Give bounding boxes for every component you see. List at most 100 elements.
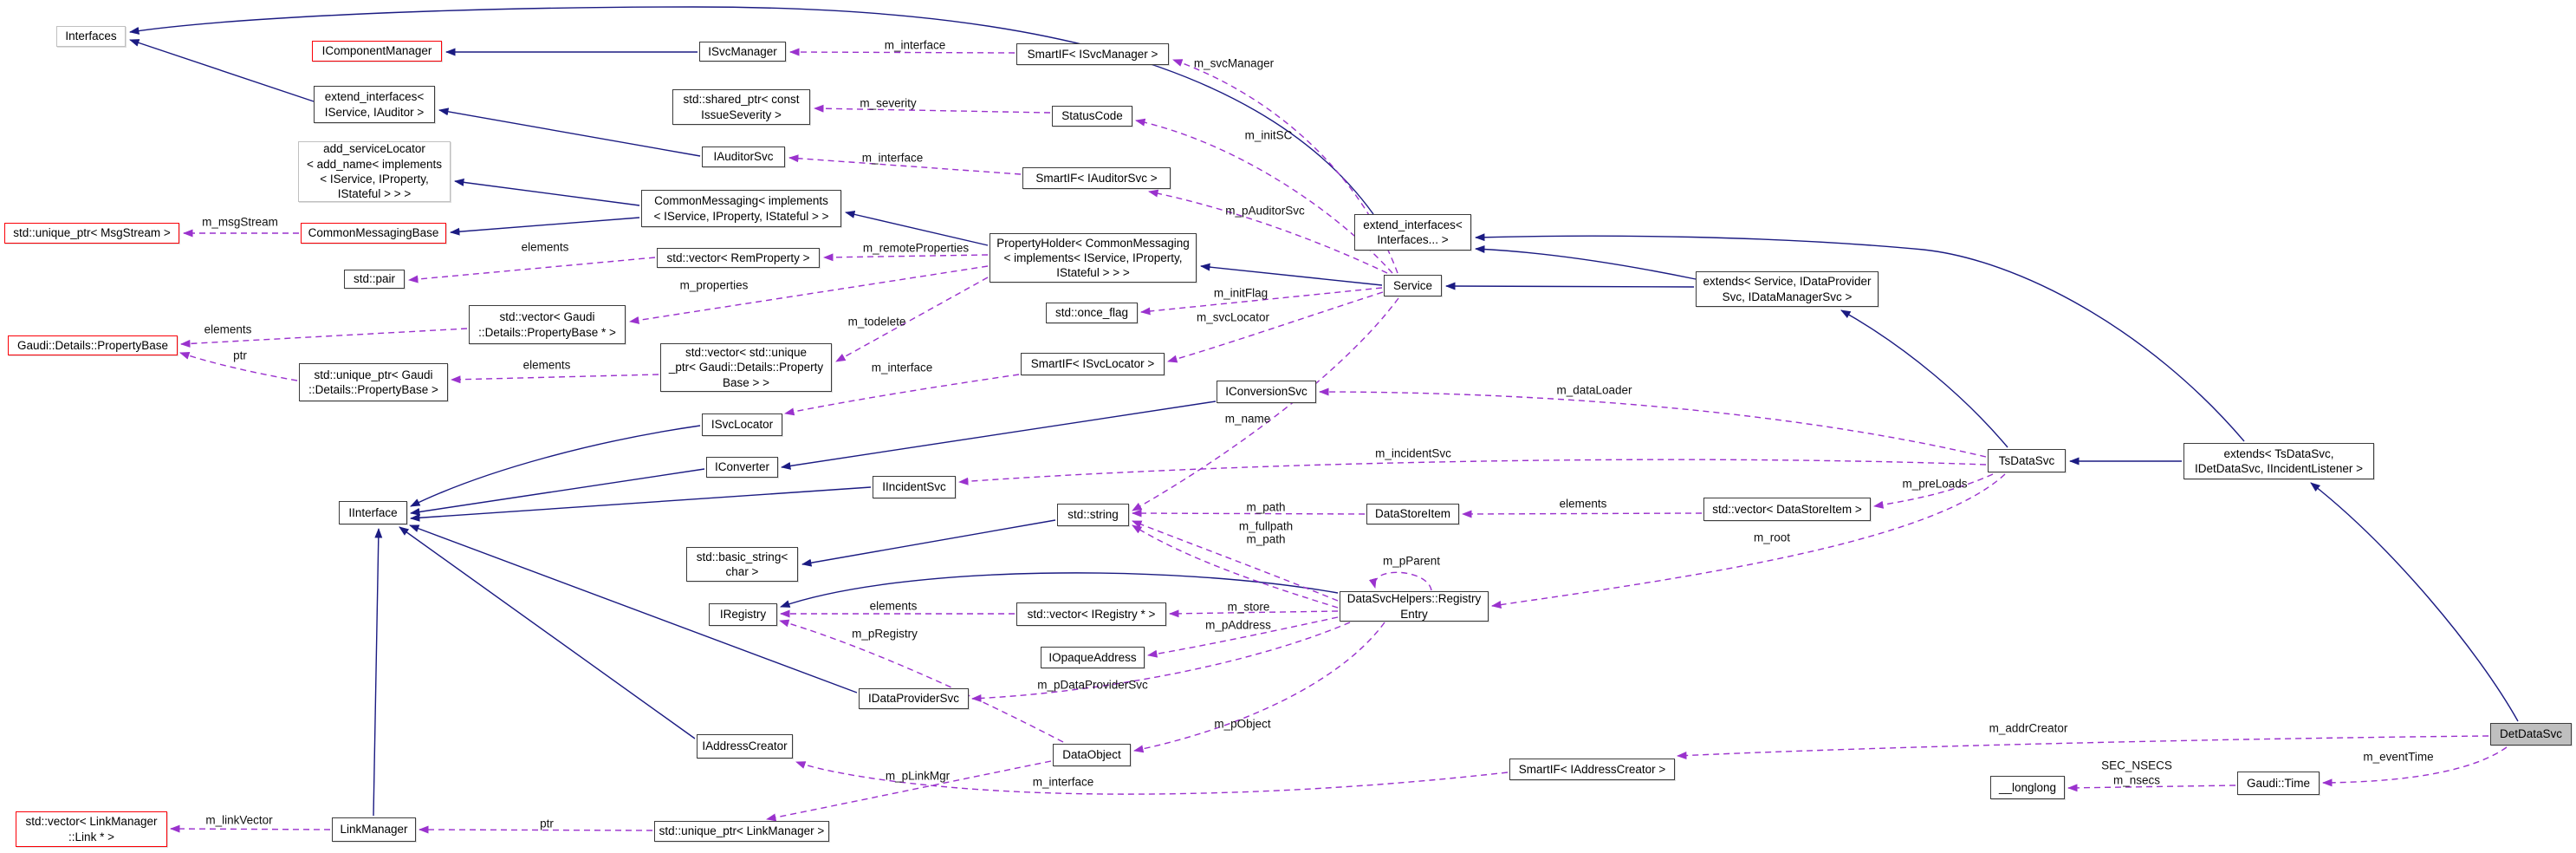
node-vector-uniqueptr-propertybase[interactable]: std::vector< std::unique_ptr< Gaudi::Det… bbox=[660, 343, 832, 392]
edge-m-todelete bbox=[835, 277, 989, 362]
node-label-line: IAddressCreator bbox=[702, 739, 788, 753]
node-label-line: Svc, IDataManagerSvc > bbox=[1722, 290, 1853, 303]
edge-detdatasvc-to-extends-tsdatasvc bbox=[2310, 482, 2519, 722]
node-iopaqueaddress[interactable]: IOpaqueAddress bbox=[1041, 647, 1145, 668]
node-vector-remproperty[interactable]: std::vector< RemProperty > bbox=[657, 248, 820, 268]
edge-label: m_msgStream bbox=[202, 215, 278, 229]
node-extend-interfaces-pack[interactable]: extend_interfaces< Interfaces... > bbox=[1354, 214, 1471, 251]
node-iauditorsvc[interactable]: IAuditorSvc bbox=[702, 147, 785, 167]
edge-commonmessaging-to-commonmessagingbase bbox=[450, 217, 640, 236]
node-vector-datastoreitem[interactable]: std::vector< DataStoreItem > bbox=[1703, 498, 1871, 521]
edge-label: m_linkVector bbox=[205, 813, 273, 827]
node-label-line: std::vector< DataStoreItem > bbox=[1712, 502, 1862, 516]
node-tsdatasvc[interactable]: TsDataSvc bbox=[1988, 449, 2066, 472]
node-linkmanager[interactable]: LinkManager bbox=[332, 817, 416, 842]
edge-label: m_pRegistry bbox=[852, 627, 918, 641]
node-label-line: Gaudi::Details::PropertyBase bbox=[16, 338, 169, 352]
edge-m-eventtime bbox=[2322, 746, 2508, 787]
node-label-line: _ptr< Gaudi::Details::Property bbox=[668, 361, 824, 374]
node-vector-iregistry[interactable]: std::vector< IRegistry * > bbox=[1016, 602, 1166, 626]
node-detdatasvc[interactable]: DetDataSvc bbox=[2490, 723, 2572, 746]
node-vector-propertybase-ptr[interactable]: std::vector< Gaudi::Details::PropertyBas… bbox=[469, 305, 626, 344]
edge-m-plinkmgr bbox=[766, 760, 1052, 822]
node-vector-linkmanager-link[interactable]: std::vector< LinkManager::Link * > bbox=[16, 811, 167, 847]
edge-m-paddress bbox=[1147, 616, 1339, 658]
node-extend-interfaces-iservice-iauditor[interactable]: extend_interfaces<IService, IAuditor > bbox=[314, 86, 435, 123]
node-uniqueptr-msgstream[interactable]: std::unique_ptr< MsgStream > bbox=[4, 223, 179, 244]
edge-iconverter-to-iinterface bbox=[410, 468, 705, 516]
node-uniqueptr-propertybase[interactable]: std::unique_ptr< Gaudi::Details::Propert… bbox=[299, 363, 448, 401]
node-smartif-isvcmanager[interactable]: SmartIF< ISvcManager > bbox=[1016, 43, 1169, 65]
edge-ext-ia-to-interfaces bbox=[129, 39, 315, 102]
node-label-line: extends< Service, IDataProvider bbox=[1703, 275, 1872, 289]
node-dataobject[interactable]: DataObject bbox=[1053, 744, 1131, 766]
node-iinterface[interactable]: IInterface bbox=[339, 501, 407, 524]
node-onceflag[interactable]: std::once_flag bbox=[1046, 303, 1138, 323]
node-propertyholder[interactable]: PropertyHolder< CommonMessaging< impleme… bbox=[990, 233, 1197, 283]
node-label-line: std::basic_string< bbox=[696, 550, 788, 563]
edge-extends-service-to-service bbox=[1445, 282, 1695, 290]
node-label-line: DataStoreItem bbox=[1374, 507, 1451, 521]
node-label-line: CommonMessaging< implements bbox=[654, 194, 828, 208]
edge-label: m_svcLocator bbox=[1196, 310, 1270, 324]
node-smartif-iauditorsvc[interactable]: SmartIF< IAuditorSvc > bbox=[1022, 167, 1171, 189]
node-service[interactable]: Service bbox=[1384, 275, 1442, 296]
node-icomponentmanager[interactable]: IComponentManager bbox=[312, 41, 442, 62]
node-stdpair[interactable]: std::pair bbox=[344, 270, 405, 289]
node-idataprovidersvc[interactable]: IDataProviderSvc bbox=[859, 688, 969, 709]
edge-label: m_nsecs bbox=[2112, 773, 2161, 787]
node-statuscode[interactable]: StatusCode bbox=[1052, 106, 1132, 127]
node-add-servicelocator[interactable]: add_serviceLocator< add_name< implements… bbox=[298, 141, 451, 202]
edge-m-incidentsvc bbox=[958, 459, 1987, 485]
node-label-line: DataSvcHelpers::Registry bbox=[1346, 592, 1482, 606]
node-smartif-iaddresscreator[interactable]: SmartIF< IAddressCreator > bbox=[1509, 759, 1675, 780]
node-iaddresscreator[interactable]: IAddressCreator bbox=[697, 734, 793, 759]
node-label-line: Interfaces... > bbox=[1377, 233, 1449, 246]
node-isvclocator[interactable]: ISvcLocator bbox=[702, 413, 782, 436]
node-iconversionsvc[interactable]: IConversionSvc bbox=[1217, 381, 1316, 403]
edge-registryentry-to-iregistry bbox=[780, 572, 1339, 608]
node-gaudi-propertybase[interactable]: Gaudi::Details::PropertyBase bbox=[8, 335, 178, 355]
node-uniqueptr-linkmanager[interactable]: std::unique_ptr< LinkManager > bbox=[654, 821, 829, 842]
edge-extends-tsdatasvc-to-ext-pack bbox=[1475, 233, 2245, 442]
node-longlong[interactable]: __longlong bbox=[1990, 776, 2065, 799]
node-extends-tsdatasvc[interactable]: extends< TsDataSvc,IDetDataSvc, IInciden… bbox=[2183, 443, 2374, 479]
node-basicstring[interactable]: std::basic_string<char > bbox=[686, 547, 798, 582]
node-label-line: SmartIF< ISvcManager > bbox=[1027, 47, 1158, 61]
edge-label: elements bbox=[1559, 497, 1607, 511]
edge-m-interface-iaddresscreator bbox=[795, 761, 1509, 795]
node-iconverter[interactable]: IConverter bbox=[706, 457, 778, 478]
edge-sec-nsecs bbox=[2067, 784, 2236, 792]
node-commonmessaging[interactable]: CommonMessaging< implements< IService, I… bbox=[641, 190, 841, 227]
edge-label: m_initSC bbox=[1244, 128, 1293, 142]
node-label-line: IStateful > > > bbox=[1056, 266, 1130, 280]
node-stdstring[interactable]: std::string bbox=[1057, 504, 1129, 526]
node-label-line: ::Link * > bbox=[68, 830, 114, 843]
node-isvcmanager[interactable]: ISvcManager bbox=[699, 42, 786, 62]
node-label-line: ::Details::PropertyBase * > bbox=[478, 325, 616, 339]
edge-label: m_path bbox=[1246, 532, 1286, 546]
node-iregistry[interactable]: IRegistry bbox=[709, 603, 777, 626]
edge-label: m_addrCreator bbox=[1989, 721, 2068, 735]
edge-label: m_dataLoader bbox=[1556, 383, 1632, 397]
edge-label: m_interface bbox=[884, 38, 946, 52]
edge-label: ptr bbox=[540, 817, 554, 830]
edge-label: elements bbox=[522, 358, 571, 372]
node-iincidentsvc[interactable]: IIncidentSvc bbox=[873, 476, 956, 498]
node-gauditime[interactable]: Gaudi::Time bbox=[2237, 772, 2320, 795]
edge-m-addrcreator bbox=[1677, 735, 2489, 760]
node-interfaces[interactable]: Interfaces bbox=[56, 26, 126, 47]
node-commonmessagingbase[interactable]: CommonMessagingBase bbox=[301, 223, 446, 244]
edge-label: m_eventTime bbox=[2363, 750, 2434, 764]
edge-label: elements bbox=[204, 322, 252, 336]
node-label-line: extend_interfaces< bbox=[1363, 218, 1463, 231]
edge-m-path-re bbox=[1132, 524, 1339, 609]
edge-service-to-propertyholder bbox=[1200, 263, 1383, 286]
node-datastoreitem[interactable]: DataStoreItem bbox=[1366, 504, 1459, 524]
node-smartif-isvclocator[interactable]: SmartIF< ISvcLocator > bbox=[1021, 353, 1165, 375]
node-label-line: IssueSeverity > bbox=[701, 107, 782, 121]
